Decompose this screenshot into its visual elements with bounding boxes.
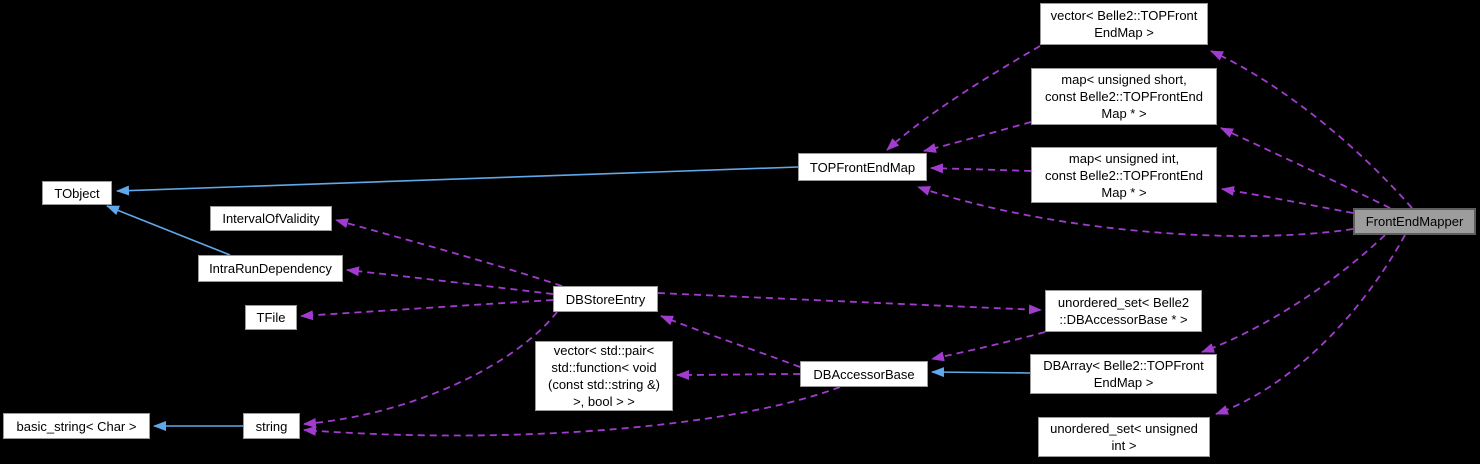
- class-node-vec_pair: vector< std::pair<std::function< void(co…: [535, 341, 673, 411]
- edge-frontendmapper-to-uset_uint: [1215, 234, 1406, 415]
- edge-frontendmapper-to-map_short: [1220, 127, 1391, 209]
- class-node-label: IntervalOfValidity: [222, 211, 320, 226]
- edge-vec_topfront-to-topfrontendmap: [886, 45, 1041, 151]
- edge-map_int-to-topfrontendmap: [930, 163, 1032, 174]
- class-node-label: ::DBAccessorBase * >: [1059, 312, 1188, 327]
- class-node-label: EndMap >: [1093, 375, 1154, 390]
- class-node-label: TObject: [54, 185, 100, 201]
- class-node-label: TOPFrontEndMap: [809, 159, 916, 175]
- edge-map_short-to-topfrontendmap: [923, 121, 1032, 153]
- class-node-label: std::function< void: [551, 360, 657, 375]
- edge-dbstoreentry-to-string: [303, 311, 558, 428]
- edge-frontendmapper-to-dbarray: [1201, 234, 1386, 353]
- class-node-label: string: [255, 418, 288, 434]
- class-node-label: FrontEndMapper: [1365, 214, 1464, 229]
- class-node-basic_string: basic_string< Char >: [3, 413, 150, 439]
- edge-frontendmapper-to-map_int: [1221, 185, 1354, 214]
- edge-uset_dba-to-dbaccessorbase: [931, 331, 1046, 362]
- edge-dbstoreentry-to-intervalofvalidity: [335, 218, 563, 287]
- class-node-label: unordered_set< unsigned: [1050, 421, 1198, 436]
- edge-intrarundependency-to-tobject: [106, 205, 231, 256]
- class-node-frontendmapper: FrontEndMapper: [1353, 208, 1476, 235]
- class-node-label: DBArray< Belle2::TOPFront: [1043, 358, 1204, 373]
- class-node-label: EndMap >: [1094, 25, 1154, 40]
- class-node-dbaccessorbase[interactable]: DBAccessorBase: [800, 361, 928, 387]
- edge-dbaccessorbase-to-vec_pair: [676, 369, 801, 380]
- class-node-label: map< unsigned int,: [1068, 150, 1180, 166]
- class-node-label: Map * >: [1101, 184, 1147, 200]
- class-node-label: basic_string< Char >: [16, 418, 137, 434]
- class-node-dbstoreentry[interactable]: DBStoreEntry: [553, 286, 658, 312]
- class-node-label: vector< Belle2::TOPFront: [1050, 8, 1198, 23]
- class-node-label: unordered_set< Belle2: [1057, 295, 1190, 310]
- class-node-label: DBAccessorBase: [813, 366, 915, 382]
- class-node-topfrontendmap[interactable]: TOPFrontEndMap: [798, 153, 927, 181]
- class-node-map_int: map< unsigned int,const Belle2::TOPFront…: [1031, 147, 1217, 203]
- class-node-intrarundependency[interactable]: IntraRunDependency: [198, 255, 343, 282]
- class-node-tfile[interactable]: TFile: [245, 305, 297, 330]
- class-node-map_short: map< unsigned short,const Belle2::TOPFro…: [1031, 68, 1217, 125]
- class-node-label: >, bool > >: [573, 394, 635, 409]
- edge-frontendmapper-to-vec_topfront: [1210, 50, 1413, 209]
- class-node-uset_dba: unordered_set< Belle2::DBAccessorBase * …: [1045, 290, 1202, 332]
- edge-dbstoreentry-to-tfile: [300, 299, 554, 321]
- class-node-label: (const std::string &): [548, 377, 660, 392]
- class-node-label: int >: [1111, 438, 1137, 453]
- class-node-label: Map * >: [1101, 106, 1147, 121]
- class-node-label: const Belle2::TOPFrontEnd: [1044, 89, 1203, 104]
- class-node-label: vector< std::pair<: [553, 343, 655, 358]
- class-node-string: string: [243, 413, 300, 439]
- edge-topfrontendmap-to-tobject: [116, 166, 799, 196]
- class-node-label: TFile: [256, 310, 286, 325]
- edge-frontendmapper-to-topfrontendmap: [917, 186, 1354, 237]
- edge-dbarray-to-dbaccessorbase: [931, 367, 1031, 378]
- class-node-label: DBStoreEntry: [565, 291, 646, 307]
- edge-dbstoreentry-to-intrarundependency: [346, 266, 554, 295]
- edge-dbstoreentry-to-uset_dba: [657, 292, 1042, 315]
- class-node-label: const Belle2::TOPFrontEnd: [1044, 167, 1203, 183]
- edge-dbaccessorbase-to-string: [303, 386, 841, 437]
- edge-paths: [106, 45, 1413, 437]
- edge-dbaccessorbase-to-dbstoreentry: [660, 315, 801, 368]
- class-node-uset_uint: unordered_set< unsigned int >: [1038, 417, 1210, 457]
- class-node-intervalofvalidity[interactable]: IntervalOfValidity: [210, 206, 332, 231]
- class-node-label: IntraRunDependency: [209, 261, 332, 276]
- class-node-tobject[interactable]: TObject: [42, 181, 112, 205]
- class-node-label: map< unsigned short,: [1061, 72, 1187, 87]
